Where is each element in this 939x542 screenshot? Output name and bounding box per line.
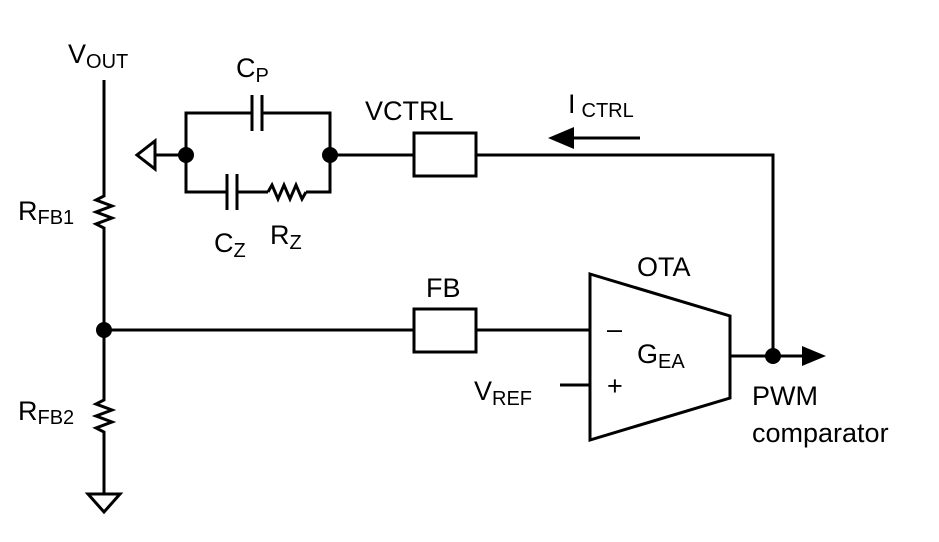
vout-label: VOUT bbox=[68, 39, 128, 73]
ground-symbol bbox=[84, 492, 124, 515]
rfb2-label: RFB2 bbox=[18, 396, 74, 429]
cp-label: CP bbox=[236, 53, 269, 87]
plus-sign: + bbox=[607, 371, 623, 401]
cz-capacitor bbox=[225, 174, 239, 210]
rfb1-label: RFB1 bbox=[18, 196, 74, 229]
cp-capacitor bbox=[250, 95, 264, 131]
rz-label: RZ bbox=[270, 220, 302, 254]
cz-label: CZ bbox=[214, 228, 246, 262]
fb-node-dot bbox=[96, 322, 112, 338]
gea-label: GEA bbox=[637, 339, 685, 373]
fb-path bbox=[96, 307, 590, 354]
pwm-comparator-label-line1: PWM bbox=[752, 381, 818, 411]
rfb1-resistor bbox=[91, 188, 117, 236]
rfb2-resistor bbox=[91, 394, 117, 440]
fb-pin-box bbox=[412, 307, 478, 354]
ground-arrow-symbol bbox=[134, 137, 157, 173]
vref-label: VREF bbox=[474, 376, 532, 410]
left-node-dot bbox=[178, 147, 194, 163]
compensation-network bbox=[134, 95, 338, 210]
fb-label: FB bbox=[426, 273, 461, 303]
rz-resistor bbox=[266, 181, 308, 203]
ota-amplifier bbox=[560, 271, 826, 443]
minus-sign: – bbox=[607, 314, 622, 344]
vctrl-path bbox=[330, 127, 775, 356]
ota-label: OTA bbox=[637, 252, 691, 282]
pwm-comparator-label-line2: comparator bbox=[752, 418, 889, 448]
output-arrow bbox=[802, 346, 826, 366]
vctrl-pin-box bbox=[412, 131, 478, 178]
vctrl-label: VCTRL bbox=[365, 96, 454, 126]
vout-rail bbox=[84, 80, 124, 515]
output-node-dot bbox=[765, 348, 781, 364]
